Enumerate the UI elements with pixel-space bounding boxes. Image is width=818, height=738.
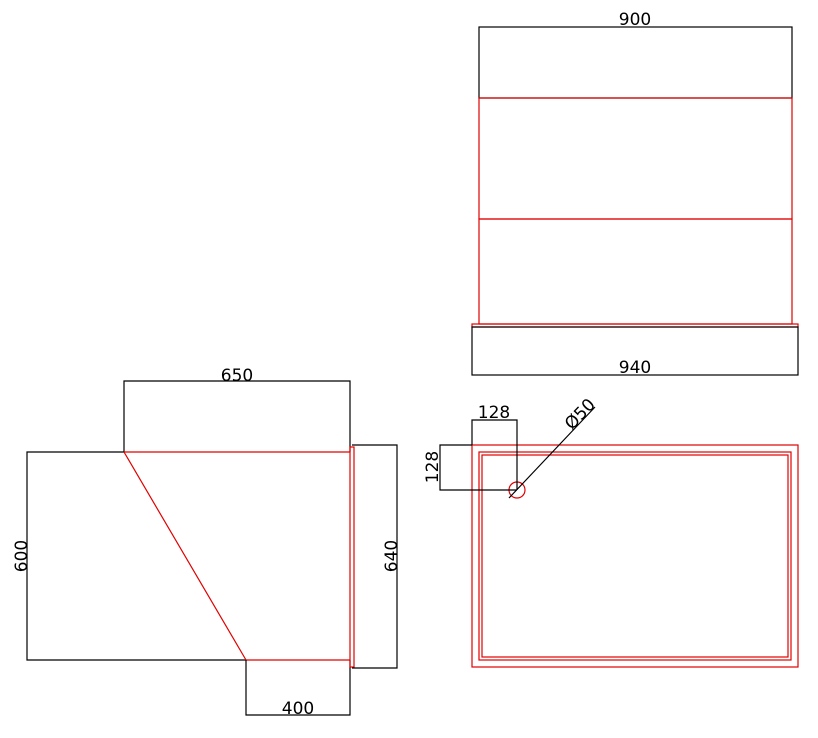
dim-650: 650 — [221, 366, 253, 386]
dim-128-y: 128 — [423, 451, 443, 483]
dim-940: 940 — [619, 358, 651, 378]
tray-inner — [478, 451, 792, 661]
tray-basin — [481, 454, 789, 658]
dim-line-400 — [245, 660, 351, 716]
side-panel-strip — [349, 446, 355, 668]
front-view: 900 940 — [471, 10, 799, 378]
dim-900: 900 — [619, 10, 651, 30]
side-view: 650 400 600 640 — [12, 366, 402, 719]
front-base — [471, 326, 799, 376]
plan-view: 128 128 Ø50 — [423, 395, 799, 668]
dim-diameter-50: Ø50 — [561, 395, 600, 434]
dim-600: 600 — [12, 540, 32, 572]
dim-128-x: 128 — [478, 403, 510, 423]
dim-640: 640 — [382, 540, 402, 572]
dim-line-128-x — [471, 419, 518, 490]
tray-outer — [471, 444, 799, 668]
dim-line-640 — [352, 444, 398, 669]
dim-line-128-y — [439, 444, 517, 491]
leader-line — [508, 406, 596, 499]
side-diagonal — [123, 451, 247, 661]
front-panel-lower — [478, 218, 793, 325]
front-top-dimension-box — [478, 26, 793, 99]
side-outline — [26, 451, 246, 661]
dim-line-650 — [123, 380, 351, 452]
dim-400: 400 — [282, 699, 314, 719]
front-panel-upper — [478, 97, 793, 220]
